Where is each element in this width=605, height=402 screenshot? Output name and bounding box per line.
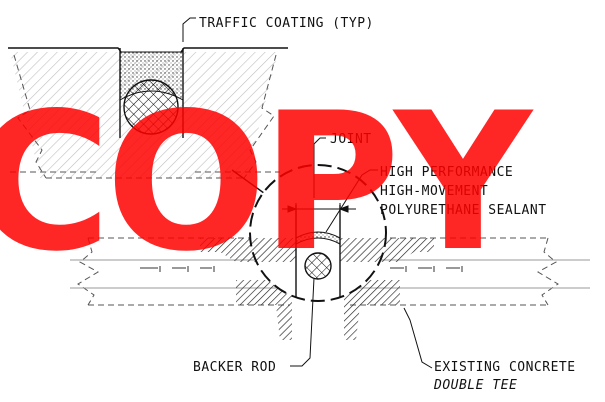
- double-tee-section: EXISTING CONCRETE DOUBLE TEE: [70, 237, 590, 393]
- joint-detail-circle: [249, 164, 387, 302]
- sealant-label-line2: HIGH-MOVEMENT: [380, 184, 488, 199]
- top-surface-line: [8, 47, 288, 53]
- left-embed-marks: [140, 266, 215, 272]
- existing-concrete-label-line1: EXISTING CONCRETE: [434, 360, 576, 375]
- backer-rod-leader: [290, 277, 315, 367]
- joint-label: JOINT: [330, 132, 372, 147]
- left-tee-hatch-bottom: [236, 280, 292, 340]
- upper-break-line-right: [243, 54, 277, 179]
- traffic-coating-label: TRAFFIC COATING (TYP): [199, 16, 374, 31]
- tee-ghost-lines: [70, 259, 590, 289]
- sealant-label-line3: POLYURETHANE SEALANT: [380, 203, 547, 218]
- joint-leader: [313, 137, 326, 198]
- left-tee-outline: [77, 237, 290, 306]
- sealant-label-line1: HIGH PERFORMANCE: [380, 165, 513, 180]
- copy-watermark: COPY: [0, 72, 534, 293]
- detail-leader-line: [231, 169, 269, 197]
- existing-concrete-leader: [403, 307, 433, 369]
- right-embed-marks: [390, 266, 463, 272]
- traffic-coating-leader: [182, 17, 196, 42]
- existing-concrete-label-line2: DOUBLE TEE: [433, 378, 517, 393]
- detail-circle-outline: [249, 164, 387, 302]
- upper-joint-section: TRAFFIC COATING (TYP): [8, 16, 374, 197]
- upper-break-line-left: [13, 54, 47, 179]
- joint-width-dimension: [282, 203, 356, 215]
- upper-backer-rod: [123, 79, 179, 135]
- sealant-leader: [325, 169, 378, 233]
- right-tee-hatch-bottom: [344, 280, 400, 340]
- backer-rod-label: BACKER ROD: [193, 360, 276, 375]
- joint-backer-rod: [304, 252, 332, 280]
